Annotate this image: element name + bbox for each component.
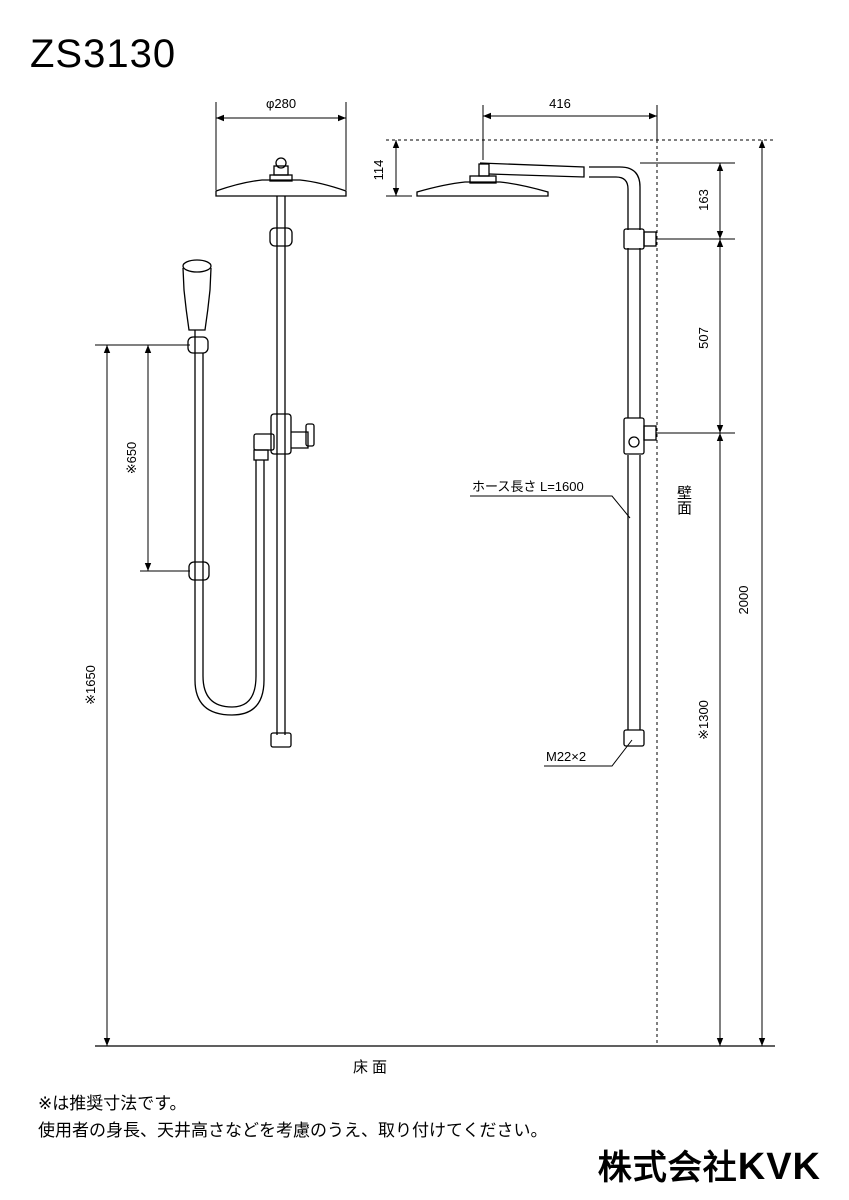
dim-head-height: 114 — [371, 160, 386, 181]
dim-total-height: 2000 — [736, 586, 751, 615]
connection-label: M22×2 — [546, 749, 586, 764]
model-number: ZS3130 — [30, 32, 177, 76]
dim-holder-height: ※1650 — [83, 665, 98, 705]
dim-mount-height: ※1300 — [696, 700, 711, 740]
floor-label: 床面 — [353, 1058, 391, 1076]
brand-logo: 株式会社KVK — [598, 1140, 821, 1189]
side-view — [416, 162, 657, 747]
dim-holder-spacing: ※650 — [124, 442, 139, 475]
dim-head-diameter: φ280 — [266, 96, 296, 111]
brand-name: KVK — [737, 1146, 821, 1188]
dim-bracket-spacing: 507 — [696, 327, 711, 349]
brand-prefix: 株式会社 — [597, 1148, 738, 1188]
recommended-note: ※は推奨寸法です。 — [38, 1094, 187, 1114]
wall-label: 壁面 — [675, 485, 693, 515]
dim-upper-offset: 163 — [696, 189, 711, 211]
front-view — [182, 157, 347, 748]
dim-arm-length: 416 — [549, 96, 571, 111]
installation-note: 使用者の身長、天井高さなどを考慮のうえ、取り付けてください。 — [38, 1121, 548, 1141]
hose-length-label: ホース長さ L=1600 — [472, 479, 584, 494]
